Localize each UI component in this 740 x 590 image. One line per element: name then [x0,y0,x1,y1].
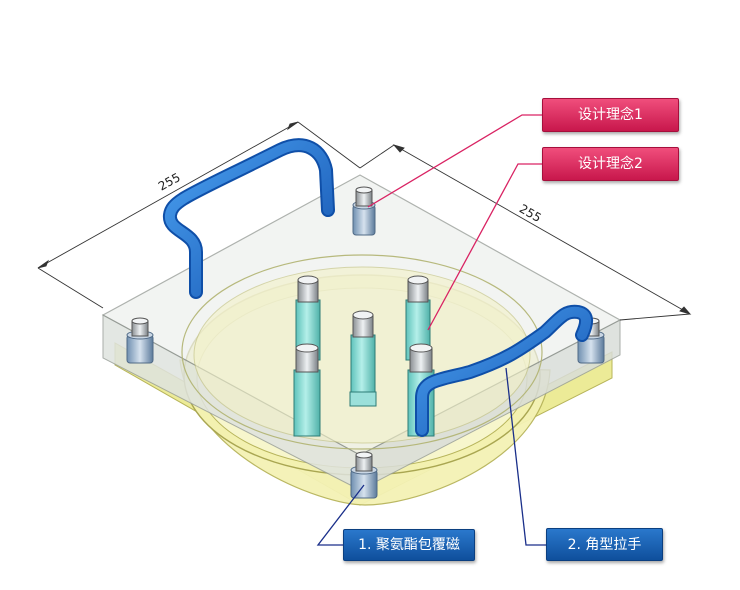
leader-concept2 [427,163,542,331]
callout-design-concept-2[interactable]: 设计理念2 [542,147,679,181]
handle-left [163,138,335,299]
dimension-left-label: 255 [156,170,183,193]
handle-right [415,304,594,437]
dimension-right [359,144,692,321]
dimension-left [37,121,361,309]
leader-feature1 [316,484,365,546]
callout-angle-handle[interactable]: 2. 角型拉手 [546,528,663,561]
magnet-bottom [350,451,378,499]
plate-bore [181,254,543,450]
dimension-right-label: 255 [517,201,544,225]
magnet-left [126,317,154,364]
post-front-left [293,343,321,437]
callout-coated-magnet[interactable]: 1. 聚氨酯包覆磁 [343,529,475,561]
leader-feature2 [505,367,546,546]
leader-concept1 [367,114,542,208]
magnet-top [352,186,376,236]
post-center [349,310,377,407]
callout-design-concept-1[interactable]: 设计理念1 [542,98,679,132]
